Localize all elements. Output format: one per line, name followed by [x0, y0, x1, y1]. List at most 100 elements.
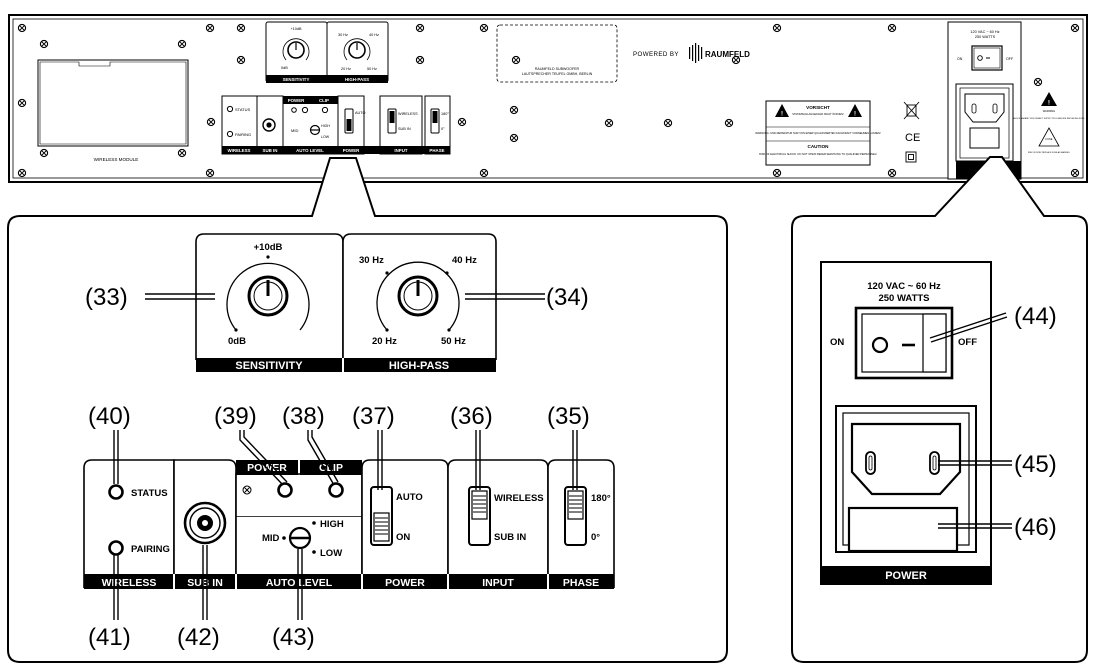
clip-led — [328, 482, 344, 498]
top-mains-module: 120 VAC ~ 60 Hz 250 WATTS ON OFF — [947, 21, 1022, 180]
mains-power-switch[interactable] — [854, 306, 954, 380]
svg-text:20 Hz: 20 Hz — [372, 336, 397, 347]
phase-switch[interactable] — [564, 486, 587, 546]
power-mode-switch[interactable] — [370, 486, 393, 546]
callout-38: (38) — [282, 403, 325, 430]
svg-text:250 WATTS: 250 WATTS — [975, 35, 996, 39]
brand-name: RAUMFELD — [705, 50, 750, 59]
detail-knob-panel: SENSITIVITY HIGH-PASS +10dB 0dB 30 Hz 40… — [195, 233, 497, 372]
svg-text:AUTO: AUTO — [355, 111, 366, 115]
wireless-module-label: WIRELESS MODULE — [94, 157, 139, 162]
sensitivity-label: SENSITIVITY — [235, 360, 303, 372]
svg-text:180°: 180° — [591, 493, 611, 504]
weee-bin-icon — [903, 101, 920, 120]
svg-text:0dB: 0dB — [281, 66, 288, 70]
top-knob-panel: SENSITIVITY HIGH-PASS +10dB 0dB 30 Hz 40… — [265, 21, 389, 83]
powered-by-label: POWERED BY — [633, 51, 679, 58]
right-detail-callout: POWER 120 VAC ~ 60 Hz 250 WATTS ON OFF — [791, 156, 1088, 663]
mains-voltage-label: 120 VAC ~ 60 Hz — [867, 281, 941, 292]
svg-text:RISK OF ELECTRICAL SHOCK. DO N: RISK OF ELECTRICAL SHOCK. DO NOT OPEN! R… — [759, 152, 877, 156]
callout-35: (35) — [547, 403, 590, 430]
svg-text:!: ! — [854, 112, 856, 118]
svg-text:50 Hz: 50 Hz — [367, 67, 377, 71]
svg-text:+10dB: +10dB — [290, 27, 302, 31]
leader-lines-left — [113, 293, 578, 620]
leader-lines-right — [929, 312, 1012, 529]
pairing-button[interactable] — [108, 540, 124, 556]
section-sub-in: SUB IN — [187, 577, 223, 589]
svg-text:HIGH: HIGH — [321, 124, 330, 128]
svg-text:CLIP: CLIP — [319, 98, 329, 103]
svg-text:FUSE: FUSE — [1046, 137, 1053, 141]
svg-text:WIRELESS: WIRELESS — [494, 493, 544, 504]
svg-text:+10dB: +10dB — [254, 242, 283, 253]
brand-label-box — [496, 24, 618, 83]
svg-text:180°: 180° — [441, 112, 449, 116]
svg-text:OFF: OFF — [958, 337, 977, 348]
shock-warning-icon: ! WARNING SHOCK HAZARD! DISCONNECT SUPPL… — [1013, 92, 1085, 120]
svg-text:LAUTSPRECHER TEUFEL GMBH, BERL: LAUTSPRECHER TEUFEL GMBH, BERLIN — [522, 72, 593, 76]
clip-led-label: CLIP — [319, 462, 343, 474]
top-rear-panel: WIRELESS MODULE SENSITIVITY HIGH-PASS +1… — [8, 14, 1088, 183]
top-control-panel: POWER CLIP WIRELESS SUB IN AUTO LEVEL PO… — [221, 95, 451, 155]
svg-text:ON: ON — [396, 532, 410, 543]
svg-text:HIGH-PASS: HIGH-PASS — [345, 77, 369, 82]
svg-text:!: ! — [1048, 100, 1050, 107]
callout-43: (43) — [272, 624, 315, 651]
svg-text:SUB IN: SUB IN — [263, 148, 278, 153]
power-led — [277, 482, 293, 498]
input-switch[interactable] — [468, 486, 491, 546]
svg-text:WIRELESS: WIRELESS — [228, 148, 251, 153]
callouts-left: (33) (34) (40) (39) (38) (37) (36) (35) … — [85, 284, 590, 651]
callout-46: (46) — [1014, 514, 1057, 541]
svg-text:PAIRING: PAIRING — [235, 132, 251, 137]
callout-45: (45) — [1014, 451, 1057, 478]
svg-text:OFF: OFF — [1006, 57, 1014, 61]
section-wireless: WIRELESS — [102, 577, 157, 589]
detail-control-strip: POWER CLIP WIRELESS SUB IN AUTO LEVEL PO… — [83, 459, 615, 589]
svg-text:30 Hz: 30 Hz — [359, 255, 384, 266]
mains-wattage-label: 250 WATTS — [878, 293, 929, 304]
svg-text:PAIRING: PAIRING — [131, 544, 170, 555]
svg-text:20 Hz: 20 Hz — [341, 67, 351, 71]
callout-37: (37) — [352, 403, 395, 430]
svg-text:0dB: 0dB — [228, 336, 246, 347]
callout-36: (36) — [450, 403, 493, 430]
svg-text:SHOCK HAZARD! DISCONNECT SUPPL: SHOCK HAZARD! DISCONNECT SUPPLY PLUG BEF… — [1013, 117, 1085, 120]
wireless-module-plate — [37, 59, 189, 147]
svg-text:SUB IN: SUB IN — [398, 127, 411, 131]
svg-text:AUTO LEVEL: AUTO LEVEL — [296, 148, 324, 153]
svg-text:SUB IN: SUB IN — [494, 532, 526, 543]
highpass-label: HIGH-PASS — [389, 360, 449, 372]
svg-text:AUTO: AUTO — [396, 492, 423, 503]
callout-39: (39) — [214, 403, 257, 430]
section-phase: PHASE — [563, 577, 599, 589]
mains-power-label: POWER — [885, 570, 927, 582]
svg-text:POWER: POWER — [343, 148, 360, 153]
svg-text:WARNING: WARNING — [1043, 109, 1055, 113]
svg-text:LOW: LOW — [320, 548, 342, 559]
svg-text:50 Hz: 50 Hz — [441, 336, 466, 347]
callout-44: (44) — [1014, 303, 1057, 330]
svg-text:RISK OF FIRE! REPLACE FUSE AS: RISK OF FIRE! REPLACE FUSE AS MARKED. — [1028, 151, 1071, 154]
callout-41: (41) — [88, 624, 131, 651]
left-detail-callout: SENSITIVITY HIGH-PASS +10dB 0dB 30 Hz 40… — [7, 157, 728, 663]
fuse-warning-icon: FUSE RISK OF FIRE! REPLACE FUSE AS MARKE… — [1028, 127, 1071, 154]
fuse-drawer[interactable] — [847, 506, 959, 553]
double-insulation-icon — [905, 151, 917, 163]
section-auto-level: AUTO LEVEL — [266, 577, 333, 589]
svg-text:INPUT: INPUT — [394, 148, 407, 153]
svg-text:120 VAC ~ 60 Hz: 120 VAC ~ 60 Hz — [970, 30, 999, 34]
svg-text:40 Hz: 40 Hz — [369, 33, 379, 37]
svg-text:STROMSCHLAGGEFAHR NICHT ÖFFNEN: STROMSCHLAGGEFAHR NICHT ÖFFNEN! — [792, 112, 844, 116]
svg-text:MID: MID — [291, 128, 298, 133]
svg-text:ON: ON — [957, 57, 963, 61]
svg-text:0°: 0° — [591, 532, 600, 543]
svg-text:MID: MID — [262, 533, 280, 544]
svg-text:0°: 0° — [441, 127, 445, 131]
svg-text:30 Hz: 30 Hz — [338, 33, 348, 37]
svg-text:POWER: POWER — [288, 98, 305, 103]
svg-text:WIRELESS: WIRELESS — [398, 112, 418, 116]
svg-text:!: ! — [781, 112, 783, 118]
